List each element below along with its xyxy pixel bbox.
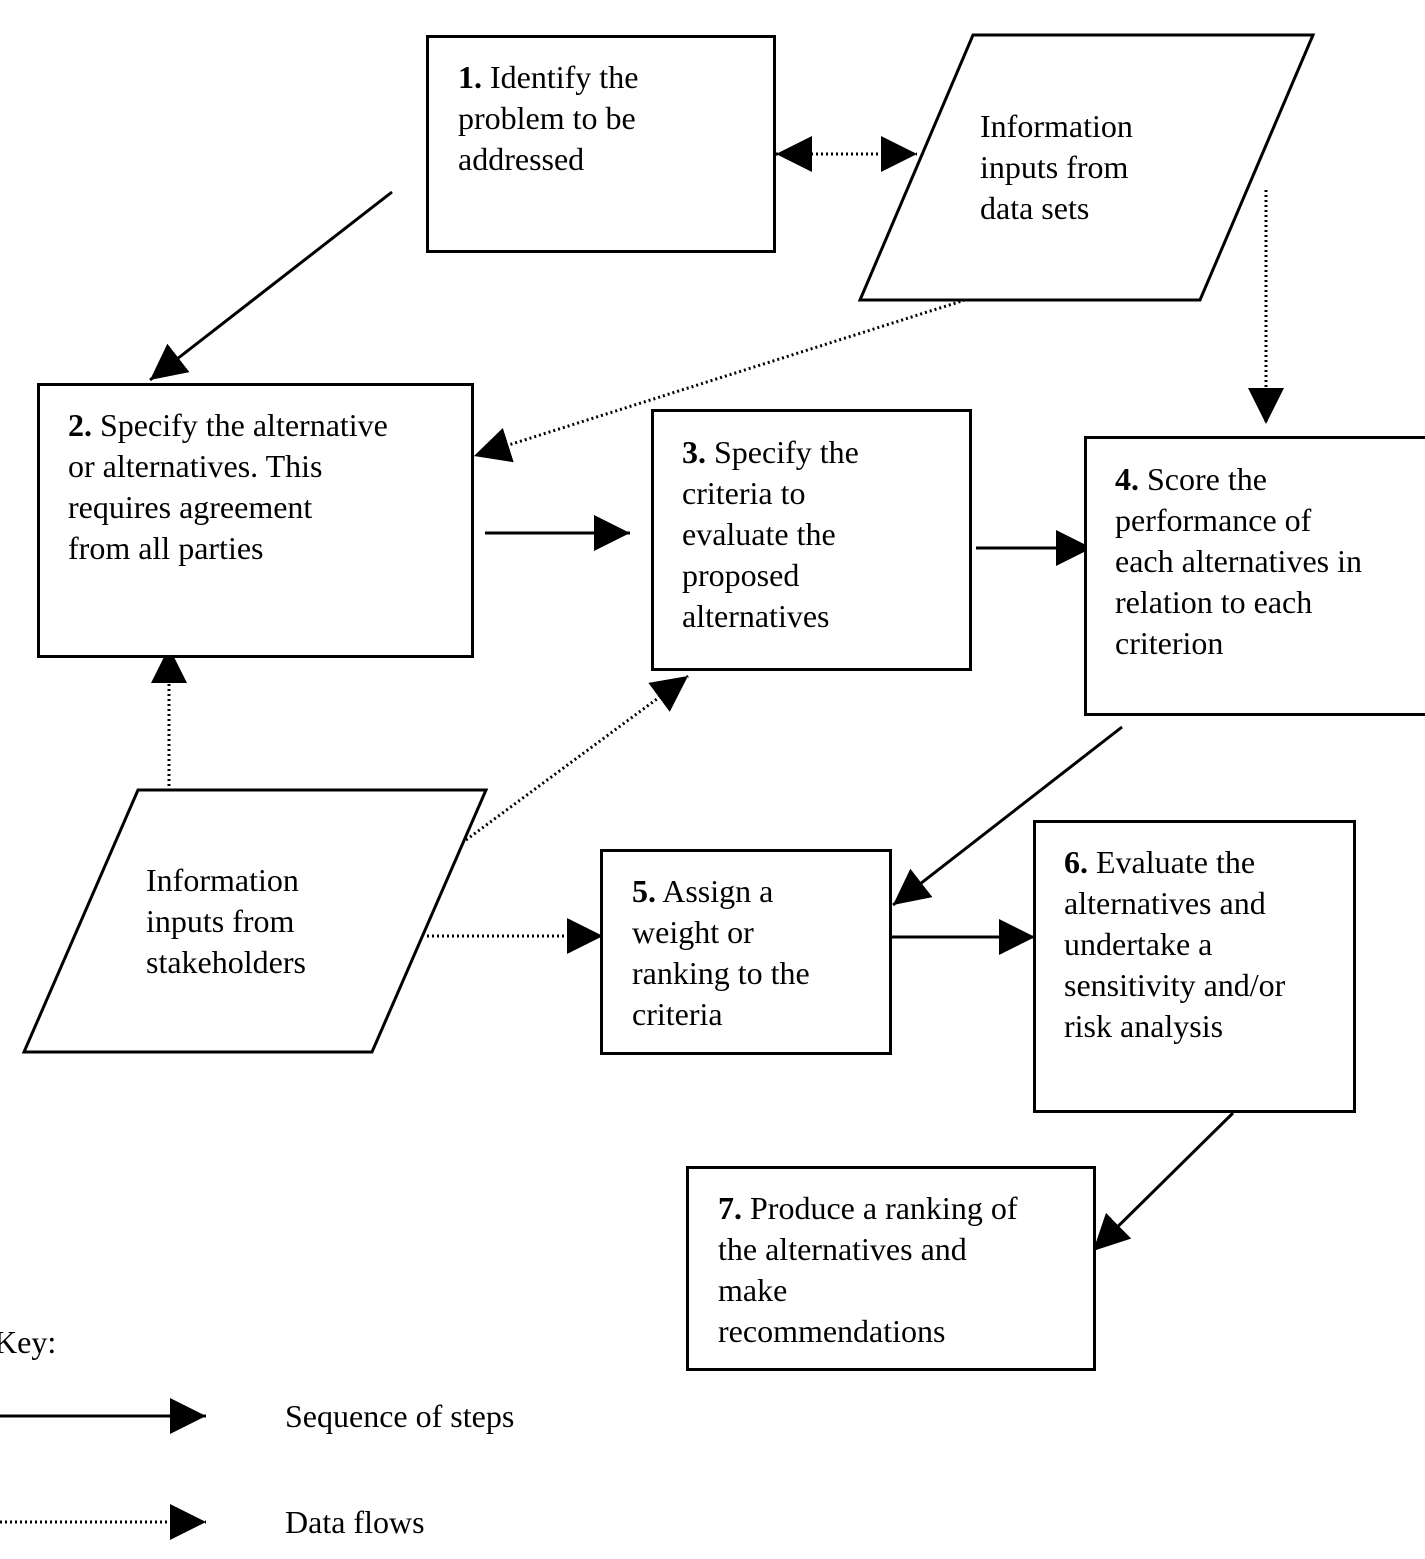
step-3-box — [651, 409, 972, 671]
dataflow-stakeholders-to-step3 — [465, 674, 689, 842]
step-5-text: 5. Assign a weight or ranking to the cri… — [632, 873, 810, 1032]
datasets-input-shape — [857, 33, 1316, 302]
step-6-text: 6. Evaluate the alternatives and underta… — [1064, 844, 1286, 1044]
stakeholders-input-text: Information inputs from stakeholders — [146, 862, 306, 980]
arrow-step6-to-step7 — [1091, 1111, 1235, 1253]
step-5-box — [600, 849, 892, 1055]
dataflow-datasets-to-step2 — [473, 298, 966, 463]
key-dataflow-label: Data flows — [285, 1504, 425, 1540]
step-4-text: 4. Score the performance of each alterna… — [1115, 461, 1362, 661]
arrow-step4-to-step5 — [892, 725, 1123, 907]
step-2-box — [37, 383, 474, 658]
key-title: Key: — [0, 1324, 57, 1360]
step-1-number: 1. — [458, 59, 482, 95]
step-4-number: 4. — [1115, 461, 1139, 497]
step-6-number: 6. — [1064, 844, 1088, 880]
step-2-number: 2. — [68, 407, 92, 443]
step-3-text: 3. Specify the criteria to evaluate the … — [682, 434, 859, 634]
step-6-box — [1033, 820, 1356, 1113]
step-3-number: 3. — [682, 434, 706, 470]
step-7-text: 7. Produce a ranking of the alternatives… — [718, 1190, 1018, 1349]
step-2-text: 2. Specify the alternative or alternativ… — [68, 407, 388, 566]
datasets-input-text: Information inputs from data sets — [980, 108, 1133, 226]
arrow-step1-to-step2 — [149, 190, 393, 382]
key-sequence-label: Sequence of steps — [285, 1398, 515, 1434]
step-1-box — [426, 35, 776, 253]
step-1-text: 1. Identify the problem to be addressed — [458, 59, 639, 177]
step-4-box — [1084, 436, 1425, 716]
step-7-box — [686, 1166, 1096, 1371]
stakeholders-input-shape — [21, 788, 489, 1054]
step-7-number: 7. — [718, 1190, 742, 1226]
step-5-number: 5. — [632, 873, 656, 909]
